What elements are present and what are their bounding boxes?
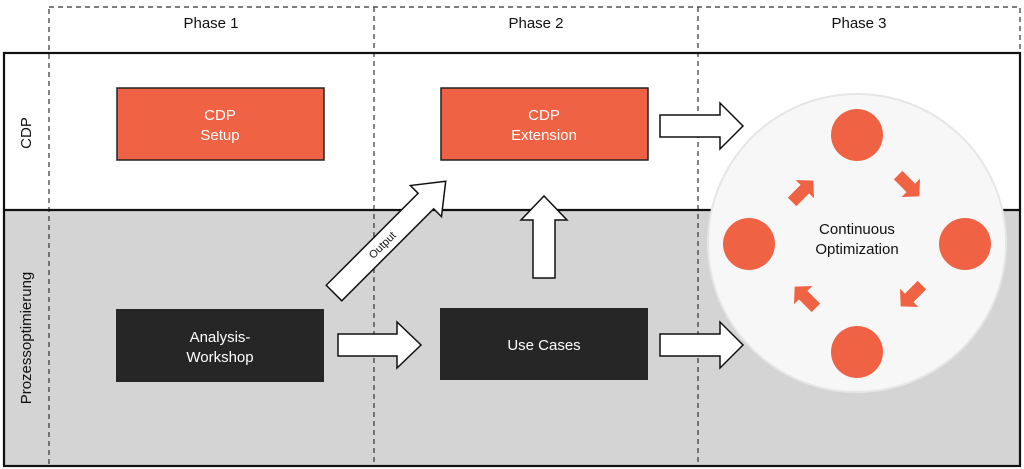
cycle-node-bottom — [831, 326, 883, 378]
phase-label-2: Phase 2 — [508, 15, 563, 32]
cycle-arrow-bottom-left — [793, 285, 821, 313]
use-cases-box: Use Cases — [440, 308, 648, 380]
cdp-extension-box: CDP Extension — [440, 87, 649, 161]
analysis-workshop-box: Analysis- Workshop — [116, 309, 324, 382]
arrow-extension-to-cycle — [659, 101, 745, 151]
analysis-workshop-line-2: Workshop — [186, 349, 253, 366]
cycle-label-line-1: Continuous — [819, 221, 895, 238]
cycle-arrow-bottom-right — [899, 280, 927, 308]
cycle-arrow-top-left — [787, 179, 815, 207]
analysis-workshop-line-1: Analysis- — [190, 329, 251, 346]
continuous-optimization-cycle: Continuous Optimization — [707, 93, 1007, 393]
lane-frame — [2, 51, 1022, 468]
cdp-setup-line-2: Setup — [200, 127, 239, 144]
cycle-arrow-top-right — [893, 170, 921, 198]
phase-label-3: Phase 3 — [831, 15, 886, 32]
arrow-analysis-to-usecases — [337, 320, 423, 370]
cycle-background — [707, 93, 1007, 393]
use-cases-label: Use Cases — [507, 337, 580, 354]
arrow-usecases-to-cycle — [659, 320, 745, 370]
lane-label-cdp: CDP — [18, 117, 35, 149]
cycle-label-line-2: Optimization — [815, 241, 898, 258]
cycle-node-right — [939, 218, 991, 270]
cycle-node-top — [831, 109, 883, 161]
cdp-extension-line-1: CDP — [528, 107, 560, 124]
cdp-setup-line-1: CDP — [204, 107, 236, 124]
lane-label-prozessoptimierung: Prozessoptimierung — [18, 272, 35, 405]
cdp-setup-box: CDP Setup — [116, 87, 325, 161]
arrow-usecases-to-extension — [519, 194, 569, 279]
cdp-extension-line-2: Extension — [511, 127, 577, 144]
cycle-node-left — [723, 218, 775, 270]
phase-label-1: Phase 1 — [183, 15, 238, 32]
